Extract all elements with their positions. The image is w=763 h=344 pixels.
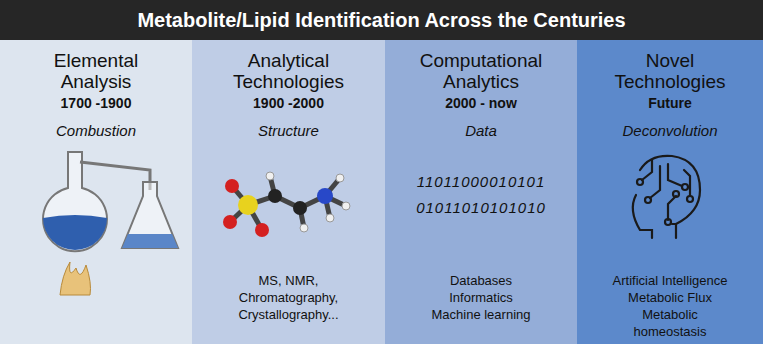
- theme-label: Deconvolution: [622, 122, 717, 139]
- method-item-row: Databases: [385, 272, 577, 289]
- binary-text-row: 01011010101010: [385, 199, 577, 216]
- method-item-row: Artificial Intelligence: [577, 272, 763, 289]
- theme-label: Combustion: [56, 122, 136, 139]
- column-heading-row: Analytical Technologies: [192, 50, 385, 92]
- theme-label: Data: [465, 122, 497, 139]
- method-item: Artificial Intelligence: [613, 272, 728, 289]
- date-range: 2000 - now: [445, 95, 517, 111]
- theme-label-row: Structure: [192, 122, 385, 139]
- binary-text-row: 11011000010101: [385, 173, 577, 190]
- method-item: Metabolic homeostasis: [610, 306, 730, 340]
- date-range-row: 1900 -2000: [192, 95, 385, 111]
- binary-text: 01011010101010: [416, 199, 546, 216]
- method-item-row: Machine learning: [385, 306, 577, 323]
- era-column: Analytical Technologies 1900 -2000Structu…: [192, 40, 385, 344]
- column-heading: Novel Technologies: [600, 50, 740, 92]
- atoms: [223, 172, 350, 237]
- column-heading: Elemental Analysis: [26, 50, 166, 92]
- theme-label: Structure: [258, 122, 319, 139]
- ai-head-icon: [633, 156, 700, 238]
- column-heading-row: Computational Analytics: [385, 50, 577, 92]
- method-item-row: Metabolic Flux: [577, 289, 763, 306]
- theme-label-row: Data: [385, 122, 577, 139]
- date-range-row: 2000 - now: [385, 95, 577, 111]
- column-heading-row: Elemental Analysis: [0, 50, 192, 92]
- method-item-row: Informatics: [385, 289, 577, 306]
- column-heading: Analytical Technologies: [219, 50, 359, 92]
- method-item-row: MS, NMR, Chromatography, Crystallography…: [192, 272, 385, 323]
- date-range-row: 1700 -1900: [0, 95, 192, 111]
- molecule-illustration: [230, 176, 346, 230]
- era-column: Novel TechnologiesFutureDeconvolutionArt…: [577, 40, 763, 344]
- era-column: Computational Analytics 2000 - nowData 110…: [385, 40, 577, 344]
- flask-illustration: [43, 152, 178, 295]
- era-column: Elemental Analysis 1700 -1900Combustion: [0, 40, 192, 344]
- method-item: Metabolic Flux: [628, 289, 712, 306]
- method-item: MS, NMR, Chromatography, Crystallography…: [229, 272, 349, 323]
- theme-label-row: Combustion: [0, 122, 192, 139]
- binary-text: 11011000010101: [417, 173, 546, 190]
- date-range: 1900 -2000: [253, 95, 324, 111]
- date-range-row: Future: [577, 95, 763, 111]
- theme-label-row: Deconvolution: [577, 122, 763, 139]
- method-item: Informatics: [449, 289, 513, 306]
- method-item: Databases: [450, 272, 512, 289]
- diagram-title: Metabolite/Lipid Identification Across t…: [0, 0, 763, 40]
- date-range: 1700 -1900: [61, 95, 132, 111]
- date-range: Future: [648, 95, 692, 111]
- column-heading-row: Novel Technologies: [577, 50, 763, 92]
- column-heading: Computational Analytics: [411, 50, 551, 92]
- method-item-row: Metabolic homeostasis: [577, 306, 763, 340]
- method-item: Machine learning: [431, 306, 530, 323]
